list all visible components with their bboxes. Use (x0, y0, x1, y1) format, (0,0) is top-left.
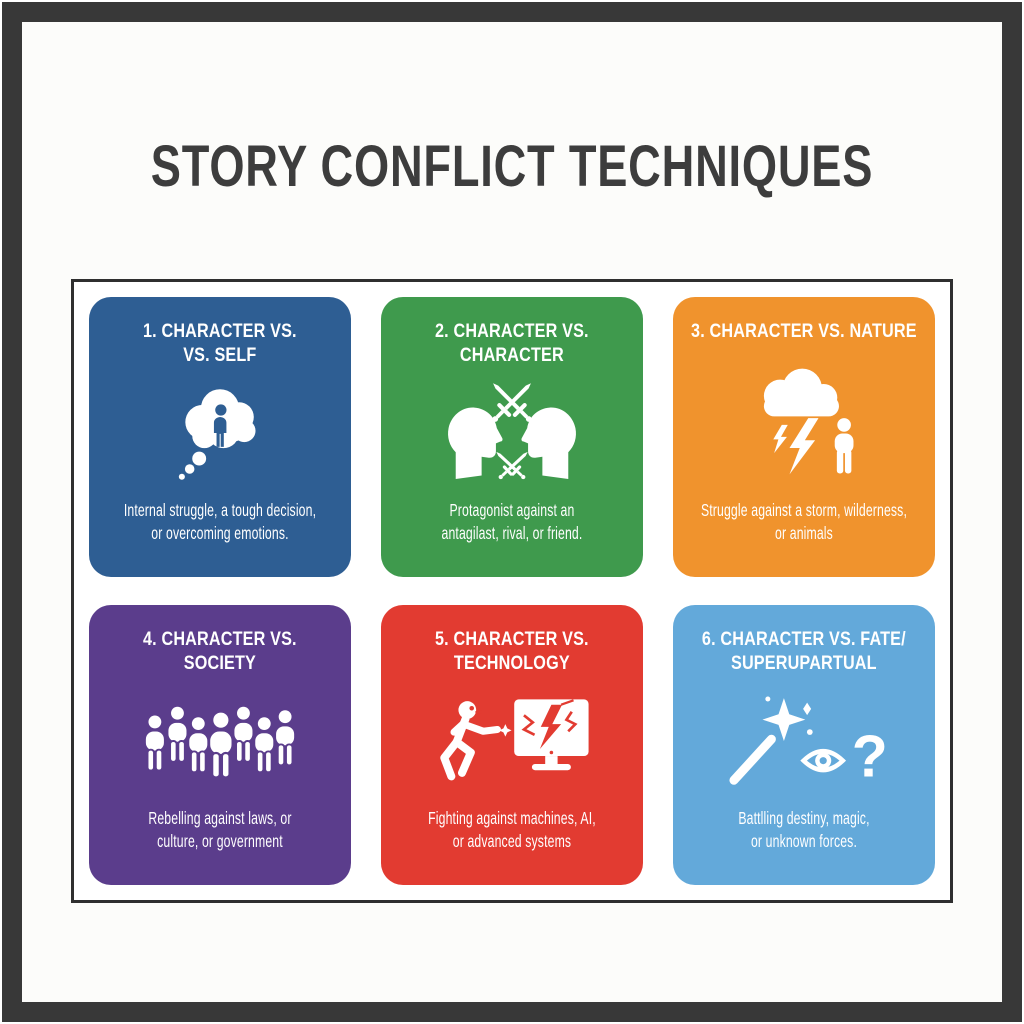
card-description: Battlling destiny, magic, or unknown for… (738, 808, 870, 851)
cards-container: 1. CHARACTER VS. VS. SELF (71, 278, 953, 903)
runner-broken-monitor-icon (430, 675, 594, 807)
card-description: Fighting against machines, AI, or advanc… (428, 808, 596, 851)
card-character-vs-character: 2. CHARACTER VS. CHARACTER (381, 296, 643, 577)
card-character-vs-nature: 3. CHARACTER VS. NATURE (673, 296, 935, 577)
page-title: STORY CONFLICT TECHNIQUES (150, 134, 874, 199)
card-description: Rebelling against laws, or culture, or g… (148, 808, 292, 851)
card-character-vs-self: 1. CHARACTER VS. VS. SELF (89, 296, 351, 577)
card-title: 2. CHARACTER VS. CHARACTER (435, 319, 589, 367)
svg-text:?: ? (852, 725, 887, 790)
card-title: 6. CHARACTER VS. FATE/ SUPERUPARTUAL (702, 627, 906, 675)
card-title: 5. CHARACTER VS. TECHNOLOGY (435, 627, 589, 675)
wand-eye-question-icon: ? (721, 675, 887, 807)
thought-bubble-person-icon (168, 367, 272, 499)
crowd-icon (141, 675, 299, 807)
card-description: Internal struggle, a tough decision, or … (123, 500, 317, 543)
card-character-vs-society: 4. CHARACTER VS. SOCIETY (89, 604, 351, 885)
card-character-vs-technology: 5. CHARACTER VS. TECHNOLOGY (381, 604, 643, 885)
heads-crossed-swords-icon (445, 367, 579, 499)
card-title: 1. CHARACTER VS. VS. SELF (143, 319, 297, 367)
card-character-vs-fate-supernatural: 6. CHARACTER VS. FATE/ SUPERUPARTUAL ? (673, 604, 935, 885)
card-description: Protagonist against an antagilast, rival… (441, 500, 583, 543)
storm-cloud-person-icon (740, 343, 868, 499)
card-title: 3. CHARACTER VS. NATURE (691, 319, 917, 342)
card-title: 4. CHARACTER VS. SOCIETY (143, 627, 297, 675)
card-description: Struggle against a storm, wilderness, or… (700, 500, 908, 543)
